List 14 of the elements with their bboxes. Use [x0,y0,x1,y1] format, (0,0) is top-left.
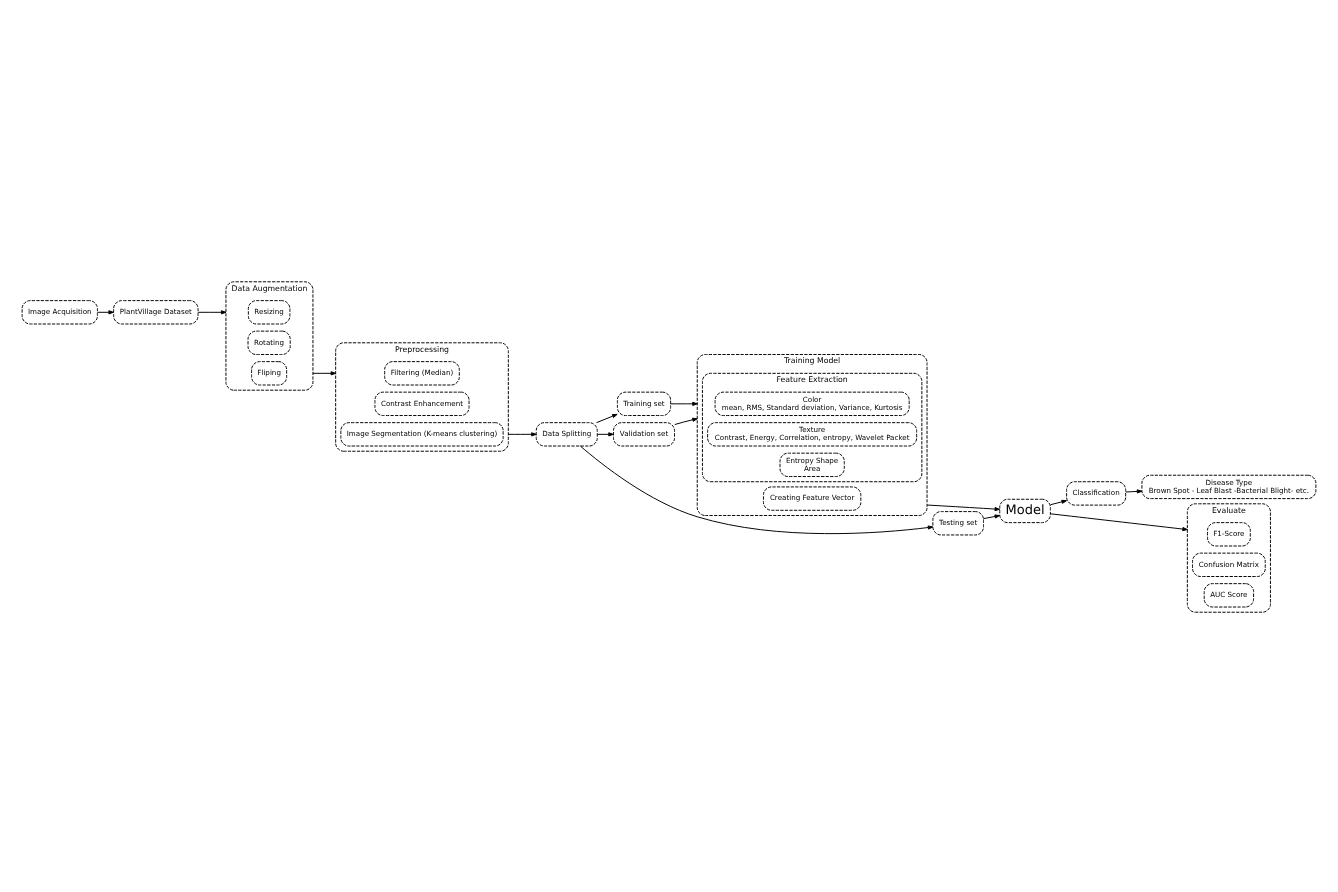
arrow [596,431,614,436]
arrow [596,412,618,423]
arrow [926,503,1001,511]
arrow [1125,488,1143,493]
arrow [579,444,934,534]
arrow [197,309,227,314]
arrow [983,513,1001,519]
arrow [674,416,698,424]
arrow [97,309,114,314]
arrow [670,400,698,405]
arrow [1050,498,1067,505]
arrow [1050,512,1188,531]
arrow [507,431,537,436]
arrow [312,370,337,375]
